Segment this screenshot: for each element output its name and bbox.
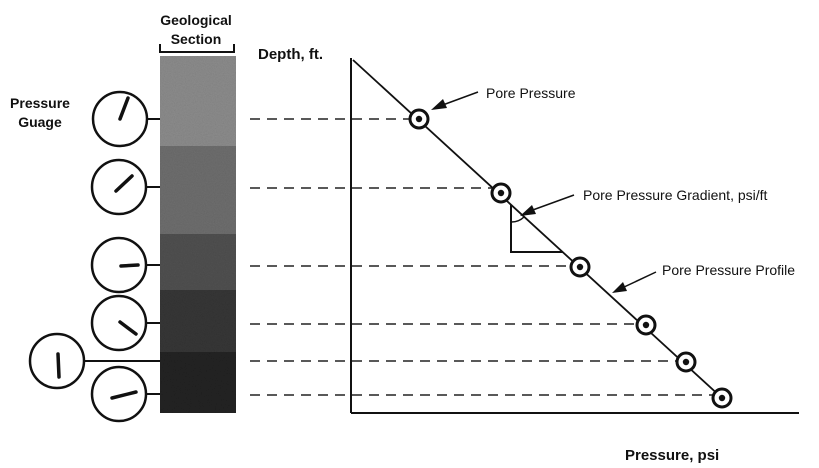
x-axis-label: Pressure, psi <box>625 447 719 464</box>
rock-layer-3 <box>160 234 236 290</box>
gradient-triangle <box>510 205 563 253</box>
pressure-gauge-1 <box>91 90 160 148</box>
gauge-label-line1: Pressure <box>10 95 70 111</box>
gauge-needle-icon <box>110 390 138 400</box>
section-bracket <box>159 44 235 53</box>
pressure-point <box>490 182 512 204</box>
section-title-line2: Section <box>171 31 222 47</box>
section-title-line1: Geological <box>160 12 232 28</box>
arrowhead-icon <box>612 282 627 293</box>
rock-layer-2 <box>160 146 236 234</box>
depth-dashed-lines <box>250 118 714 396</box>
geological-column <box>160 56 236 413</box>
gauge-needle-icon <box>56 352 61 379</box>
pressure-gauge-6 <box>90 365 160 423</box>
gradient-label: Pore Pressure Gradient, psi/ft <box>583 187 768 203</box>
rock-layer-4 <box>160 290 236 352</box>
gauge-label-line2: Guage <box>18 114 62 130</box>
annotation-profile: Pore Pressure Profile <box>612 262 795 293</box>
pressure-point <box>408 108 430 130</box>
pressure-gauges <box>28 90 160 423</box>
gradient-angle-arc <box>510 216 525 223</box>
y-axis-label: Depth, ft. <box>258 46 323 63</box>
arrowhead-icon <box>520 205 536 216</box>
pressure-point <box>635 314 657 336</box>
pressure-gauge-4 <box>90 294 160 352</box>
gauge-needle-icon <box>114 174 134 193</box>
geological-section-title: Geological Section <box>159 12 235 53</box>
gauge-needle-icon <box>119 263 140 268</box>
pressure-gauge-2 <box>90 158 160 216</box>
pressure-point <box>711 387 733 409</box>
pore-pressure-profile-line <box>352 59 723 399</box>
rock-layer-5 <box>160 352 236 413</box>
plot-axes <box>350 58 799 414</box>
profile-label: Pore Pressure Profile <box>662 262 795 278</box>
arrowhead-icon <box>431 99 447 110</box>
pressure-gauge-3 <box>90 236 160 294</box>
pressure-point <box>675 351 697 373</box>
pressure-points <box>408 108 733 409</box>
gauge-needle-icon <box>118 320 138 336</box>
annotation-gradient: Pore Pressure Gradient, psi/ft <box>520 187 768 216</box>
rock-layer-1 <box>160 56 236 146</box>
annotation-pore-pressure: Pore Pressure <box>431 85 576 110</box>
pressure-point <box>569 256 591 278</box>
gauge-needle-icon <box>118 96 130 121</box>
pressure-gauge-5 <box>28 332 160 390</box>
pore-pressure-label: Pore Pressure <box>486 85 576 101</box>
